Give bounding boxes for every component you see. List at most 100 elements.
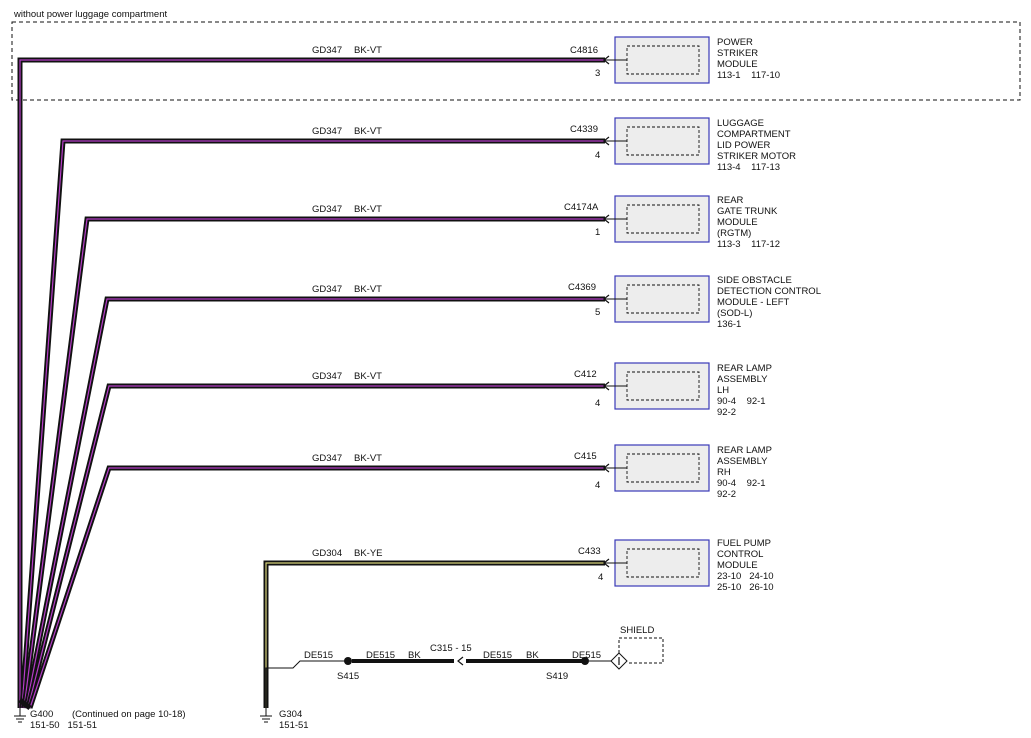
shield-label: SHIELD: [620, 625, 654, 636]
module-label-line: REAR LAMP: [717, 363, 772, 374]
connector-label: C4816: [570, 45, 598, 56]
module-refs: 113-1 117-10: [717, 70, 780, 81]
ground-refs: 151-51: [279, 720, 309, 731]
wire-gd347-stripe: [21, 140, 605, 709]
connector-chevron-icon: [457, 656, 464, 666]
pin-label: 4: [598, 572, 603, 583]
wire-color: BK-VT: [354, 453, 382, 464]
region-label: without power luggage compartment: [13, 9, 168, 20]
module-label-line: FUEL PUMP: [717, 538, 771, 549]
module-refs: 90-4 92-1: [717, 396, 766, 407]
ground-g400: G400 (Continued on page 10-18) 151-50 15…: [30, 709, 186, 731]
wire-color: BK-VT: [354, 284, 382, 295]
module-box: [614, 36, 710, 84]
module-label-line: STRIKER MOTOR: [717, 151, 796, 162]
module-label-line: (RGTM): [717, 228, 751, 239]
circuit-row-0: GD347 BK-VT C4816 3 POWER STRIKER MODULE…: [312, 37, 780, 81]
wire-color: BK-YE: [354, 548, 383, 559]
wires: [17, 57, 605, 710]
connector-label: C4174A: [564, 202, 599, 213]
wire-label: GD347: [312, 45, 342, 56]
wire-gd347-stripe: [23, 218, 605, 709]
connector-label: C412: [574, 369, 597, 380]
wire-label: DE515: [366, 650, 395, 661]
wire-gd347-stripe: [29, 467, 605, 709]
module-label-line: GATE TRUNK: [717, 206, 778, 217]
connector-chevron-icon: [603, 55, 610, 65]
module-box: [614, 195, 710, 243]
inline-connector-label: C315 - 15: [430, 643, 472, 654]
wire-label: GD347: [312, 284, 342, 295]
module-label-line: LH: [717, 385, 729, 396]
module-label-line: LUGGAGE: [717, 118, 764, 129]
module-refs: 25-10 26-10: [717, 582, 774, 593]
wire-label: GD304: [312, 548, 342, 559]
glyphs: [14, 36, 710, 723]
wire-label: DE515: [304, 650, 333, 661]
splice-icon: [344, 657, 352, 665]
module-label-line: MODULE: [717, 560, 758, 571]
module-refs: 113-3 117-12: [717, 239, 780, 250]
wire-de515: [265, 660, 345, 708]
wire-bundle-end: [18, 698, 32, 710]
connector-label: C433: [578, 546, 601, 557]
wire-color: BK: [408, 650, 421, 661]
wire-label: GD347: [312, 204, 342, 215]
module-refs: 92-2: [717, 489, 736, 500]
region-box: [11, 21, 1021, 101]
connector-label: C4369: [568, 282, 596, 293]
module-box: [614, 444, 710, 492]
connector-chevron-icon: [603, 558, 610, 568]
wire-gd347: [23, 296, 605, 709]
module-label-line: SIDE OBSTACLE: [717, 275, 792, 286]
module-label-line: ASSEMBLY: [717, 374, 768, 385]
wire-label: GD347: [312, 453, 342, 464]
circuit-row-3: GD347 BK-VT C4369 5 SIDE OBSTACLE DETECT…: [312, 275, 821, 330]
module-label-line: MODULE: [717, 217, 758, 228]
module-refs: 23-10 24-10: [717, 571, 774, 582]
pin-label: 5: [595, 307, 600, 318]
circuit-row-2: GD347 BK-VT C4174A 1 REAR GATE TRUNK MOD…: [312, 195, 780, 250]
splice-label: S415: [337, 671, 359, 682]
ground-label: G304: [279, 709, 302, 720]
module-label-line: REAR: [717, 195, 744, 206]
pin-label: 1: [595, 227, 600, 238]
module-label-line: MODULE: [717, 59, 758, 70]
wire-gd347-stripe: [27, 385, 605, 709]
module-box: [614, 275, 710, 323]
module-label-line: STRIKER: [717, 48, 758, 59]
module-refs: 92-2: [717, 407, 736, 418]
connector-chevron-icon: [603, 136, 610, 146]
splice-icon: [581, 657, 589, 665]
module-label-line: CONTROL: [717, 549, 763, 560]
connector-chevron-icon: [603, 463, 610, 473]
module-refs: 90-4 92-1: [717, 478, 766, 489]
wire-gd304-stripe: [265, 562, 605, 708]
pin-label: 3: [595, 68, 600, 79]
wire-gd347: [27, 465, 605, 709]
circuit-row-6: GD304 BK-YE C433 4 FUEL PUMP CONTROL MOD…: [312, 538, 774, 593]
wire-label: GD347: [312, 126, 342, 137]
module-label-line: LID POWER: [717, 140, 770, 151]
wire-label: GD347: [312, 371, 342, 382]
module-label-line: COMPARTMENT: [717, 129, 791, 140]
pin-label: 4: [595, 398, 600, 409]
ground-label: G400: [30, 709, 53, 720]
wire-gd304: [263, 560, 605, 708]
wire-color: BK-VT: [354, 45, 382, 56]
wire-label: DE515: [572, 650, 601, 661]
pin-label: 4: [595, 150, 600, 161]
circuit-row-5: GD347 BK-VT C415 4 REAR LAMP ASSEMBLY RH…: [312, 445, 772, 500]
module-label-line: POWER: [717, 37, 753, 48]
pin-label: 4: [595, 480, 600, 491]
connector-chevron-icon: [603, 294, 610, 304]
module-label-line: DETECTION CONTROL: [717, 286, 821, 297]
shield-circuit: DE515 S415 DE515 BK C315 - 15 DE515 BK S…: [304, 625, 654, 682]
shield-dashed-line: [618, 637, 664, 664]
connector-label: C415: [574, 451, 597, 462]
module-refs: 136-1: [717, 319, 741, 330]
module-label-line: RH: [717, 467, 731, 478]
wire-color: BK-VT: [354, 126, 382, 137]
module-box: [614, 539, 710, 587]
ground-refs: 151-50 151-51: [30, 720, 97, 731]
